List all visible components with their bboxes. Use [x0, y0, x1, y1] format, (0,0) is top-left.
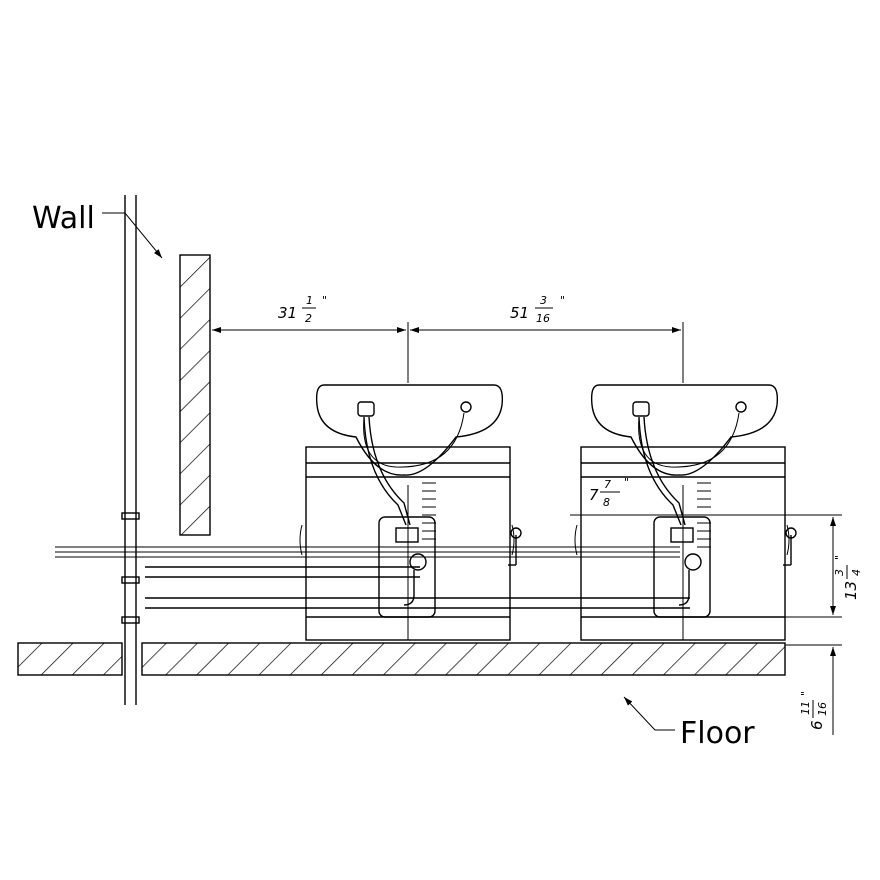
dim-whole: 51: [510, 304, 529, 322]
dim-denominator: 8: [603, 496, 610, 509]
dim-unit: ": [624, 476, 629, 489]
dim-numerator: 11: [799, 701, 812, 715]
dimension-box-height: 13 3 4 ": [833, 555, 863, 600]
vertical-supply-pipe: [121, 195, 140, 705]
dim-whole: 13: [842, 581, 860, 600]
shampoo-unit-1: [299, 384, 522, 641]
dim-whole: 7: [589, 486, 599, 504]
dimension-wall-to-basin: 31 1 2 ": [278, 294, 327, 325]
dim-unit: ": [322, 294, 327, 307]
right-dimension-lines: [570, 514, 842, 735]
floor-label: Floor: [680, 716, 755, 751]
wall-label: Wall: [32, 201, 95, 236]
dim-numerator: 3: [833, 569, 846, 576]
dim-whole: 31: [278, 304, 297, 322]
dim-denominator: 4: [850, 569, 863, 576]
wall-leader-arrow: [102, 212, 163, 259]
floor-leader-arrow: [623, 696, 675, 731]
dim-unit: ": [560, 294, 565, 307]
dim-whole: 6: [808, 720, 826, 730]
dim-denominator: 16: [816, 702, 829, 716]
dim-unit: ": [799, 691, 812, 696]
top-dimension-lines: [212, 322, 684, 383]
horizontal-pipes: [55, 546, 690, 609]
dim-numerator: 3: [540, 294, 547, 307]
shampoo-unit-2: [574, 384, 797, 641]
dim-denominator: 16: [536, 312, 550, 325]
dimension-basin-to-basin: 51 3 16 ": [510, 294, 565, 325]
dim-numerator: 1: [306, 294, 313, 307]
dimension-cabinet-height: 7 7 8 ": [589, 476, 629, 509]
dim-numerator: 7: [604, 478, 611, 491]
dim-unit: ": [833, 555, 846, 560]
wall-section: [179, 254, 211, 536]
dim-denominator: 2: [305, 312, 312, 325]
floor-section: [17, 642, 786, 676]
dimension-floor-depth: 6 11 16 ": [799, 691, 829, 730]
